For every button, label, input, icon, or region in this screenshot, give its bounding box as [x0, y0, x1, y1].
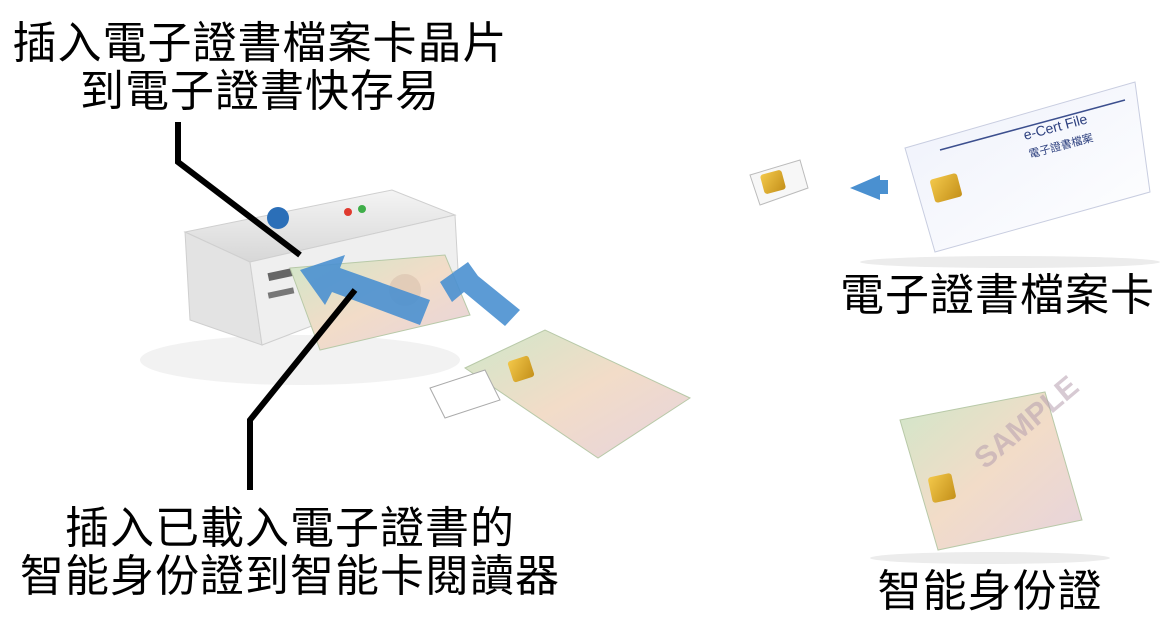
led-green-icon [358, 205, 366, 213]
chip-icon [507, 355, 535, 383]
smart-id-card [429, 329, 692, 459]
chip-icon [930, 173, 962, 203]
insert-arrows [300, 255, 520, 326]
caption-insert-card-line2: 智能身份證到智能卡閱讀器 [20, 551, 560, 602]
caption-insert-card-line1: 插入已載入電子證書的 [65, 503, 515, 554]
caption-insert-sim: 插入電子證書檔案卡晶片 到電子證書快存易 [0, 20, 520, 116]
caption-insert-card: 插入已載入電子證書的 智能身份證到智能卡閱讀器 [0, 505, 580, 601]
chip-icon [760, 170, 786, 194]
led-red-icon [344, 208, 352, 216]
caption-smart-id-card: 智能身份證 [877, 566, 1103, 617]
caption-ecert-file-card: 電子證書檔案卡 [840, 270, 1155, 321]
chip-icon [928, 473, 956, 503]
sample-id-card: SAMPLE [870, 370, 1110, 564]
caption-insert-sim-line1: 插入電子證書檔案卡晶片 [12, 18, 508, 69]
leader-line-bottom [247, 288, 358, 490]
arrow-icon [300, 255, 430, 325]
ecert-file-card: e-Cert File 電子證書檔案 [749, 81, 1160, 268]
reader-logo-icon [267, 207, 289, 229]
leader-line-top [175, 122, 302, 258]
caption-insert-sim-line2: 到電子證書快存易 [80, 66, 440, 117]
arrow-icon [440, 262, 520, 326]
